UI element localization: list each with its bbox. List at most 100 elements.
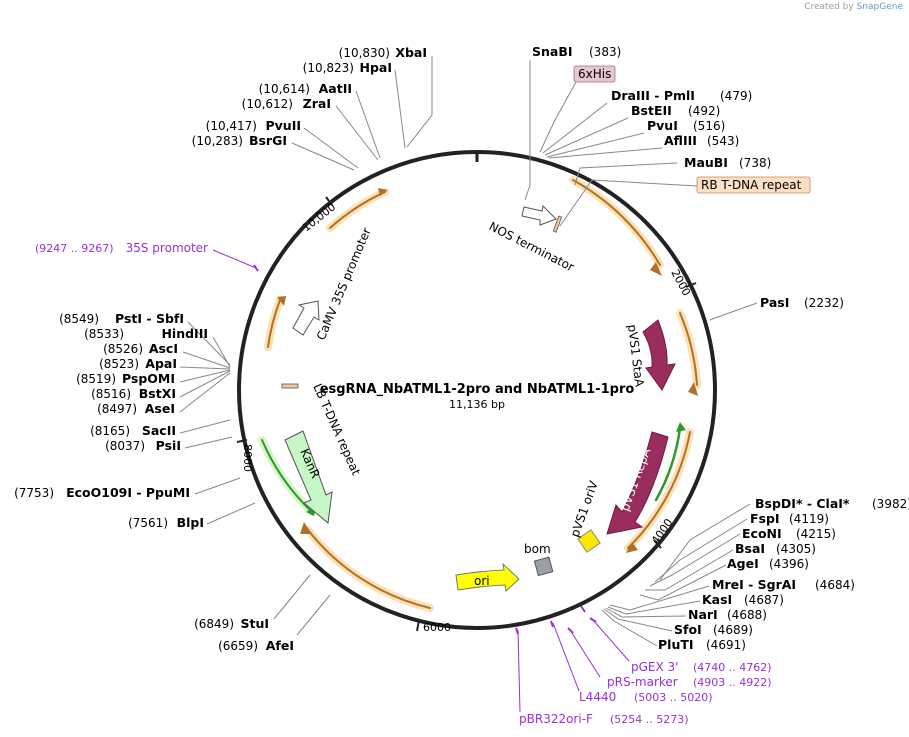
arc-ori-region (304, 526, 434, 612)
enzyme-position: (8165) (90, 424, 130, 438)
leader-line (291, 142, 355, 171)
leader-line (605, 607, 687, 618)
enzyme-name[interactable]: XbaI (395, 45, 427, 60)
enzyme-name[interactable]: BstEII (631, 103, 672, 118)
enzyme-name[interactable]: BsaI (735, 541, 765, 556)
enzyme-name[interactable]: BstXI (139, 386, 176, 401)
enzyme-name[interactable]: AgeI (727, 556, 759, 571)
primer-mark (580, 605, 586, 613)
enzyme-position: (4119) (789, 512, 829, 526)
snapgene-credit: Created by SnapGene (804, 2, 903, 12)
enzyme-name[interactable]: PasI (760, 295, 789, 310)
boxed-label-rb-repeat[interactable]: RB T-DNA repeat (696, 176, 811, 194)
enzyme-position: (10,830) (339, 46, 390, 60)
enzyme-name[interactable]: PspOMI (122, 371, 175, 386)
arrowhead (378, 188, 388, 196)
enzyme-name[interactable]: AflIII (664, 133, 697, 148)
primer-range: (5254 .. 5273) (610, 713, 689, 726)
primer-mark (589, 617, 597, 623)
enzyme-name[interactable]: PsiI (156, 438, 181, 453)
feature-label-camv-35s: CaMV 35S promoter (314, 226, 374, 342)
enzyme-position: (7753) (14, 486, 54, 500)
enzyme-name[interactable]: AfeI (266, 638, 294, 653)
rb-repeat-marker (552, 215, 563, 233)
enzyme-name[interactable]: NarI (688, 607, 718, 622)
enzyme-name[interactable]: EcoNI (742, 526, 782, 541)
enzyme-position: (543) (707, 134, 739, 148)
primer-range: (5003 .. 5020) (634, 691, 713, 704)
credit-prefix: Created by (804, 2, 854, 12)
leader-line (273, 574, 311, 620)
primer-mark (253, 264, 259, 272)
feature-label-pvs1-oriv: pVS1 oriV (568, 478, 602, 539)
feature-camv-35s: CaMV 35S promoter (292, 226, 374, 342)
primer-leader (517, 629, 521, 713)
primer-name[interactable]: L4440 (579, 690, 616, 704)
enzyme-name[interactable]: MreI - SgrAI (712, 577, 796, 592)
leader-line (645, 549, 734, 591)
enzyme-position: (516) (693, 119, 725, 133)
enzyme-name[interactable]: SacII (142, 423, 176, 438)
leader-lines-right (524, 60, 758, 647)
enzyme-name[interactable]: DraIII - PmlI (611, 88, 695, 103)
primer-labels: (9247 .. 9267) 35S promoter pGEX 3' (474… (35, 241, 772, 726)
arc-rb-region-line (572, 179, 661, 266)
enzyme-name[interactable]: EcoO109I - PpuMI (66, 485, 190, 500)
primer-name[interactable]: pRS-marker (607, 675, 678, 689)
enzyme-name[interactable]: MauBI (684, 155, 728, 170)
leader-line (542, 102, 608, 154)
enzyme-position: (10,823) (303, 61, 354, 75)
leader-line (539, 81, 577, 153)
enzyme-position: (8533) (84, 327, 124, 341)
enzyme-name[interactable]: HindIII (161, 326, 208, 341)
enzyme-name[interactable]: KasI (702, 592, 732, 607)
leader-line (603, 608, 673, 632)
enzyme-labels-right: SnaBI (383) DraIII - PmlI (479) BstEII (… (532, 44, 909, 652)
leader-line (182, 351, 231, 369)
leader-line (355, 90, 381, 159)
arc-arrowheads (277, 188, 698, 553)
leader-line (179, 370, 231, 398)
leader-line (206, 502, 256, 525)
enzyme-name[interactable]: FspI (750, 511, 780, 526)
enzyme-name[interactable]: BlpI (177, 515, 204, 530)
primer-name[interactable]: pGEX 3' (631, 660, 678, 674)
enzyme-position: (4687) (744, 593, 784, 607)
primer-name[interactable]: pBR322ori-F (519, 712, 593, 726)
enzyme-name[interactable]: ApaI (145, 356, 177, 371)
boxed-label-6xhis[interactable]: 6xHis (573, 65, 616, 83)
enzyme-name[interactable]: StuI (240, 616, 269, 631)
tick-8000 (236, 439, 248, 443)
arrowhead (688, 382, 698, 396)
enzyme-position: (492) (688, 104, 720, 118)
enzyme-name[interactable]: PvuI (647, 118, 678, 133)
leader-line (194, 477, 241, 495)
primer-range: (4740 .. 4762) (693, 661, 772, 674)
feature-label-ori: ori (474, 574, 490, 588)
enzyme-position: (6659) (218, 639, 258, 653)
leader-line (609, 585, 710, 611)
arrowhead (300, 522, 312, 534)
leader-line (179, 419, 231, 434)
primer-name[interactable]: 35S promoter (126, 241, 208, 255)
enzyme-name[interactable]: SfoI (674, 622, 702, 637)
enzyme-name[interactable]: AseI (145, 401, 175, 416)
enzyme-position: (4215) (796, 527, 836, 541)
enzyme-name[interactable]: BspDI* - ClaI* (755, 496, 850, 511)
enzyme-name[interactable]: HpaI (360, 60, 393, 75)
enzyme-name[interactable]: AscI (149, 341, 178, 356)
enzyme-name[interactable]: AatII (319, 81, 352, 96)
enzyme-name[interactable]: ZraI (303, 96, 331, 111)
enzyme-name[interactable]: PvuII (265, 118, 301, 133)
enzyme-name[interactable]: PstI - SbfI (115, 311, 184, 326)
leader-line (212, 336, 231, 368)
leader-line (335, 105, 379, 161)
primer-leaders (212, 249, 630, 713)
enzyme-name[interactable]: BsrGI (249, 133, 287, 148)
enzyme-position: (7561) (128, 516, 168, 530)
enzyme-name[interactable]: SnaBI (532, 44, 573, 59)
enzyme-name[interactable]: PluTI (658, 637, 694, 652)
feature-kanr: KanR (284, 430, 333, 524)
leader-line (179, 366, 231, 370)
